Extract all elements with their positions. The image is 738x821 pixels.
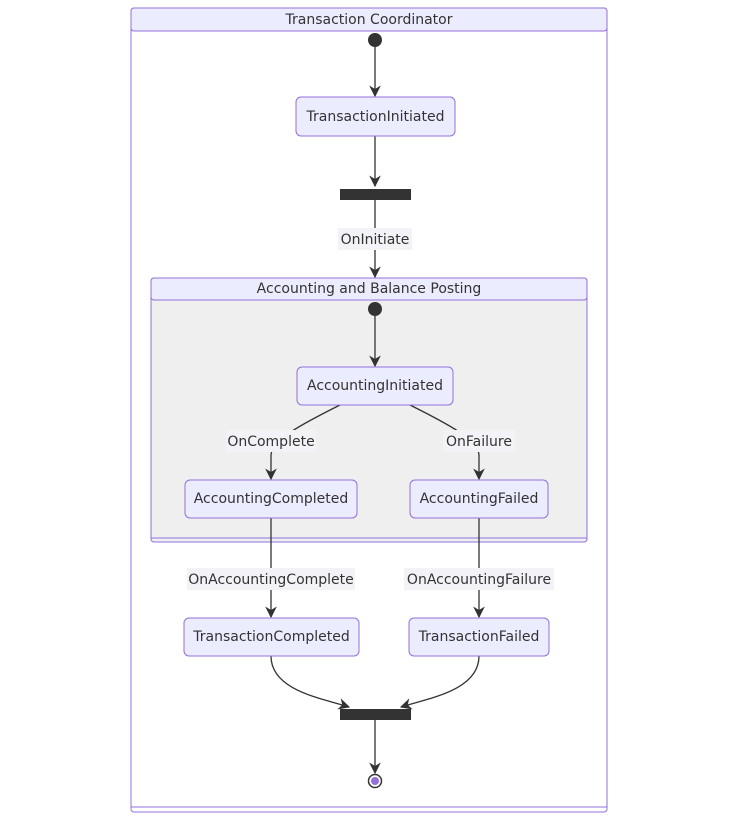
state-transaction-failed: TransactionFailed [408,617,550,657]
state-transaction-completed: TransactionCompleted [183,617,360,657]
transition-label-on-complete: OnComplete [226,430,316,452]
join-bar [340,709,411,720]
transition-label-on-accounting-failure: OnAccountingFailure [404,568,554,590]
cluster-title-accounting: Accounting and Balance Posting [257,281,482,297]
state-label: TransactionCompleted [192,629,349,645]
edge-transaction-completed-to-join [270,655,351,710]
state-label: TransactionInitiated [306,109,445,125]
state-label: AccountingInitiated [307,378,443,394]
state-accounting-completed: AccountingCompleted [184,479,358,519]
state-accounting-failed: AccountingFailed [409,479,549,519]
start-node [368,33,382,47]
state-accounting-initiated: AccountingInitiated [296,366,454,406]
fork-bar [340,189,411,200]
state-label: AccountingCompleted [194,491,349,507]
transition-label-on-failure: OnFailure [443,430,515,452]
end-node [367,773,383,789]
transition-text: OnInitiate [341,232,410,248]
transition-text: OnAccountingFailure [407,572,551,588]
inner-start-node [368,302,382,316]
edge-transaction-failed-to-join [399,655,480,710]
state-label: AccountingFailed [420,491,539,507]
transition-label-on-initiate: OnInitiate [338,228,412,250]
cluster-title-transaction-coordinator: Transaction Coordinator [285,12,453,28]
transition-label-on-accounting-complete: OnAccountingComplete [187,568,355,590]
transition-text: OnFailure [446,434,512,450]
state-transaction-initiated: TransactionInitiated [295,96,456,137]
transition-text: OnAccountingComplete [188,572,354,588]
state-label: TransactionFailed [418,629,540,645]
transition-text: OnComplete [227,434,314,450]
